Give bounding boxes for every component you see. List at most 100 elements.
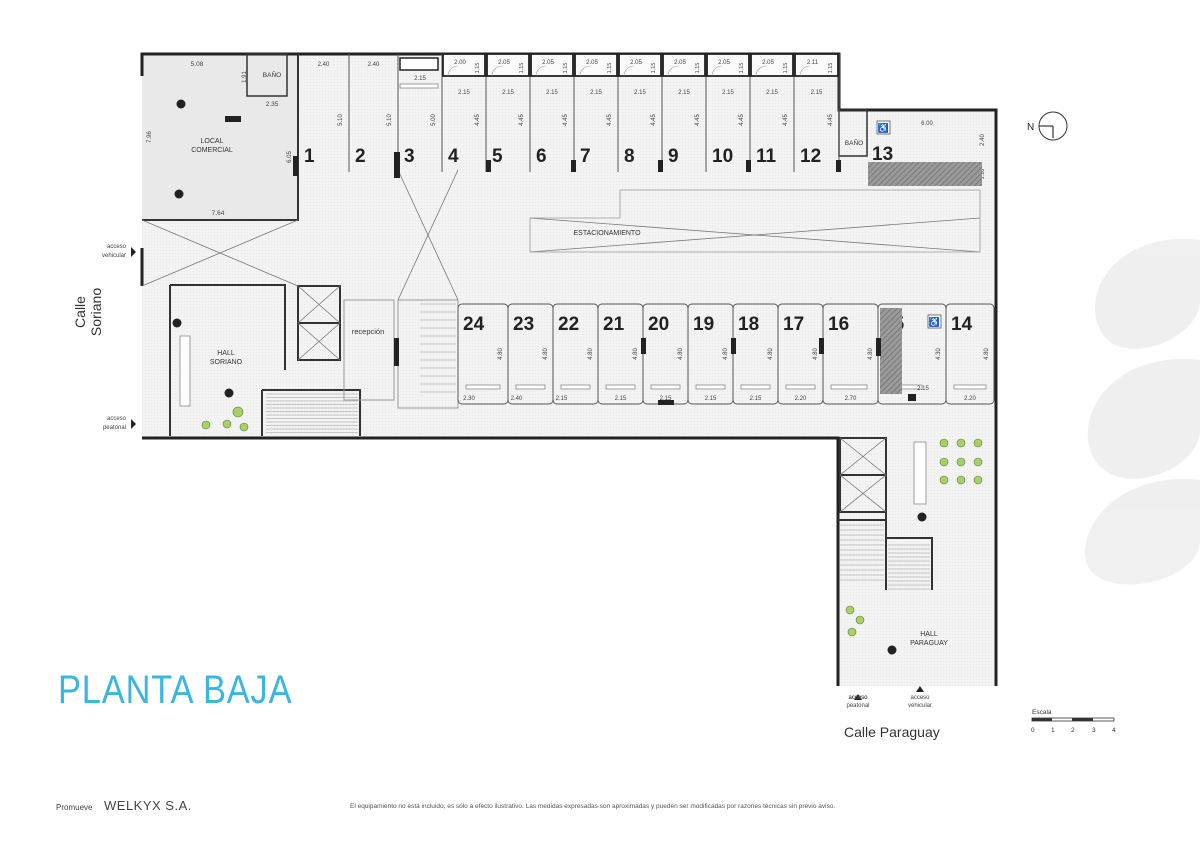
parking-number: 10 — [712, 146, 733, 167]
street-label-west: Calle Soriano — [72, 287, 104, 337]
benches — [179, 335, 927, 505]
parking-depth: 4.80 — [543, 348, 549, 360]
page-title: PLANTA BAJA — [58, 668, 293, 712]
parking-depth: 4.45 — [475, 114, 481, 126]
parking-number: 3 — [404, 146, 415, 167]
storage-width: 2.05 — [586, 60, 598, 66]
local-comercial-label-1: LOCAL — [201, 138, 224, 145]
parking-width: 2.15 — [458, 90, 470, 96]
parking-depth: 4.80 — [633, 348, 639, 360]
storage-width: 2.05 — [542, 60, 554, 66]
north-label: N — [1027, 122, 1034, 133]
svg-text:peatonal: peatonal — [103, 425, 126, 431]
parking-width: 2.15 — [634, 90, 646, 96]
hatched-area-15 — [880, 308, 902, 394]
parking-depth: 4.45 — [563, 114, 569, 126]
svg-text:acceso: acceso — [107, 244, 127, 250]
storage-width: 2.05 — [718, 60, 730, 66]
parking-number: 16 — [828, 314, 849, 335]
svg-text:vehicular: vehicular — [102, 253, 126, 259]
svg-text:♿: ♿ — [929, 316, 940, 327]
local-dim-height-left: 7.96 — [147, 131, 153, 143]
parking-row-top: 12.405.1022.405.1032.155.0042.154.452.00… — [304, 53, 986, 179]
parking-width: 6.00 — [921, 121, 933, 127]
parking-number: 7 — [580, 146, 591, 167]
scale-bar — [1031, 717, 1115, 722]
bano-label-right: BAÑO — [845, 138, 863, 147]
parking-row-bottom: 244.802.30234.802.40224.802.15214.802.15… — [457, 303, 995, 405]
street-label-south: Calle Paraguay — [844, 724, 940, 740]
parking-depth: 5.10 — [387, 114, 393, 126]
parking-number: 24 — [463, 314, 485, 335]
parking-number: 13 — [872, 144, 893, 165]
storage-depth: 1.15 — [739, 63, 745, 74]
parking-extra: 1.10 — [980, 169, 986, 180]
parking-width: 2.40 — [368, 62, 380, 68]
storage-depth: 1.15 — [519, 63, 525, 74]
parking-number: 9 — [668, 146, 679, 167]
svg-text:acceso: acceso — [848, 695, 868, 701]
parking-depth: 4.45 — [607, 114, 613, 126]
parking-number: 19 — [693, 314, 714, 335]
accessibility-icon: ♿ ♿ — [876, 120, 942, 329]
parking-number: 11 — [756, 146, 777, 167]
parking-depth: 4.30 — [936, 348, 942, 360]
local-dim-bano-height: 1.91 — [242, 71, 248, 83]
parking-number: 5 — [492, 146, 503, 167]
hall-paraguay-label-1: HALL — [920, 631, 938, 638]
parking-width: 2.15 — [615, 396, 627, 402]
parking-number: 23 — [513, 314, 534, 335]
local-dim-width-bottom: 7.64 — [212, 210, 225, 217]
parking-depth: 4.80 — [768, 348, 774, 360]
stairs — [266, 303, 930, 590]
parking-spot-13: 136.002.401.10 — [872, 121, 986, 179]
svg-text:acceso: acceso — [107, 416, 127, 422]
parking-number: 20 — [648, 314, 669, 335]
storage-width: 2.05 — [674, 60, 686, 66]
parking-width: 2.70 — [845, 396, 857, 402]
hall-soriano-label-2: SORIANO — [210, 359, 243, 366]
parking-depth: 4.80 — [678, 348, 684, 360]
parking-width: 2.15 — [705, 396, 717, 402]
access-vehicular-west: acceso vehicular — [102, 244, 136, 259]
parking-width: 2.15 — [811, 90, 823, 96]
parking-number: 17 — [783, 314, 804, 335]
parking-width: 2.15 — [502, 90, 514, 96]
storage-width: 2.00 — [454, 60, 466, 66]
access-peatonal-south: acceso — [848, 694, 868, 701]
parking-number: 8 — [624, 146, 635, 167]
watermark-waves — [1084, 238, 1200, 585]
hall-paraguay-label-2: PARAGUAY — [910, 640, 948, 647]
storage-width: 2.05 — [630, 60, 642, 66]
local-dim-bano-width: 2.35 — [266, 101, 279, 108]
parking-depth: 4.80 — [498, 348, 504, 360]
storage-depth: 1.15 — [783, 63, 789, 74]
parking-depth: 4.45 — [828, 114, 834, 126]
svg-text:♿: ♿ — [878, 122, 889, 133]
storage-depth: 1.15 — [828, 63, 834, 74]
parking-number: 18 — [738, 314, 759, 335]
parking-width: 2.20 — [795, 396, 807, 402]
parking-width: 2.20 — [964, 396, 976, 402]
local-comercial-label-2: COMERCIAL — [191, 147, 233, 154]
parking-number: 4 — [448, 146, 459, 167]
parking-width: 2.15 — [660, 396, 672, 402]
structural-columns — [172, 99, 927, 655]
parking-width: 2.15 — [590, 90, 602, 96]
parking-width: 2.40 — [318, 62, 330, 68]
parking-spot-1: 12.405.10 — [304, 54, 350, 172]
parking-depth: 5.10 — [338, 114, 344, 126]
parking-number: 21 — [603, 314, 625, 335]
parking-number: 12 — [800, 146, 821, 167]
access-vehicular-south-arrow — [916, 686, 924, 692]
